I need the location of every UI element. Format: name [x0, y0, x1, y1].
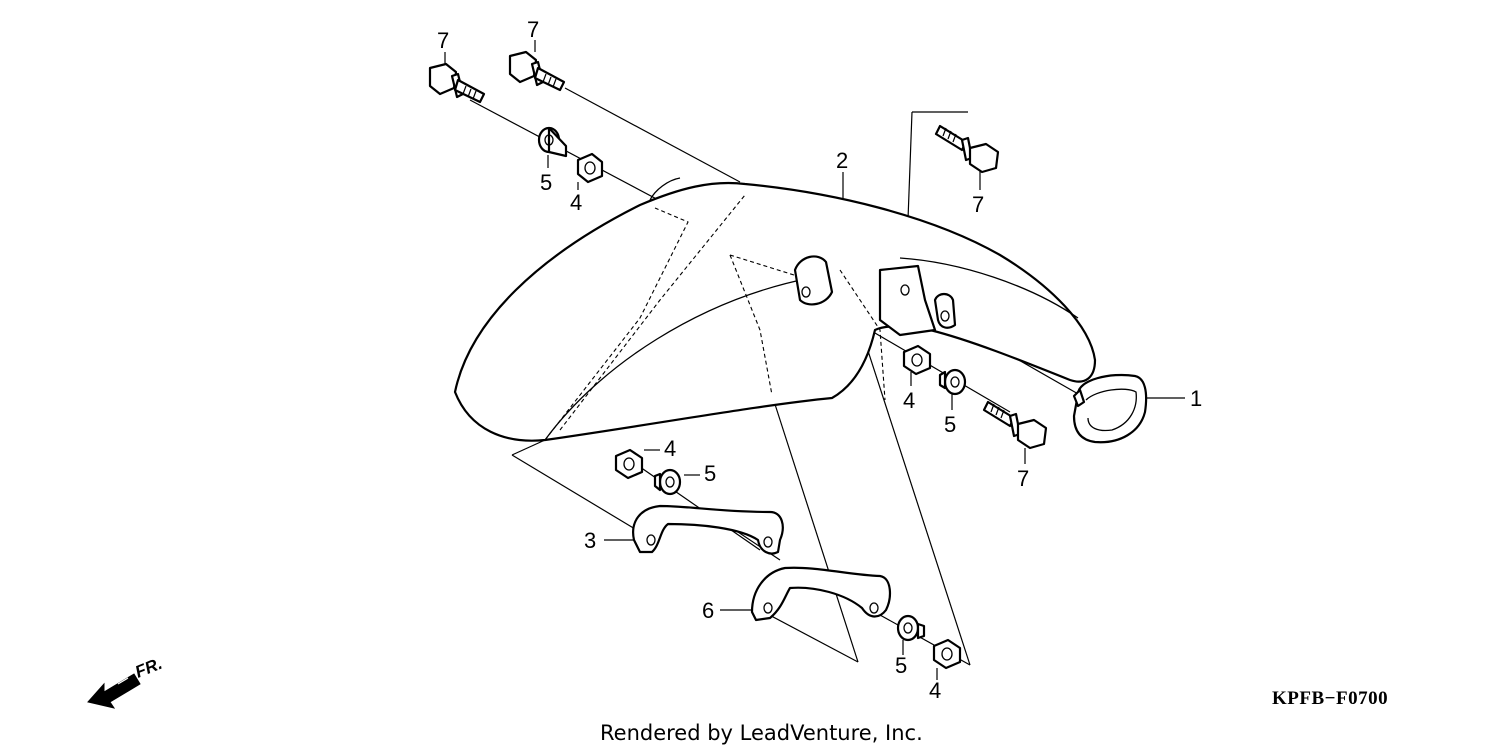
bolt-7-a: [428, 62, 486, 104]
front-direction-arrow-icon: [87, 673, 141, 709]
callout-5-c: 5: [704, 461, 716, 486]
callout-4-a: 4: [570, 190, 582, 215]
callout-2: 2: [836, 148, 848, 173]
nut-4-b: [902, 344, 932, 376]
nut-4-d: [932, 638, 962, 670]
collar-5-d: [896, 614, 926, 642]
callout-ticks: [444, 40, 1185, 680]
collar-5-c: [653, 468, 682, 496]
bracket-3: [632, 504, 784, 555]
callout-5-a: 5: [540, 170, 552, 195]
callout-7-a: 7: [437, 28, 449, 53]
callout-5-d: 5: [895, 653, 907, 678]
collar-5-b: [938, 368, 967, 396]
render-credit: Rendered by LeadVenture, Inc.: [600, 721, 923, 745]
callout-4-d: 4: [929, 678, 941, 703]
callout-4-b: 4: [903, 388, 915, 413]
bolt-7-c: [934, 124, 1000, 174]
front-direction-label: FR.: [132, 654, 165, 682]
bolt-7-b: [508, 50, 566, 92]
callout-5-b: 5: [944, 412, 956, 437]
callout-7-d: 7: [1017, 466, 1029, 491]
collar-5-a: [537, 126, 568, 158]
callout-4-c: 4: [664, 436, 676, 461]
callout-1: 1: [1190, 386, 1202, 411]
diagram-code: KPFB−F0700: [1272, 688, 1388, 709]
callout-6: 6: [702, 598, 714, 623]
reflector-1: [1072, 373, 1148, 444]
nut-4-c: [614, 448, 644, 480]
callout-7-b: 7: [527, 17, 539, 42]
callout-3: 3: [584, 528, 596, 553]
front-fender: [453, 177, 1097, 442]
nut-4-a: [576, 152, 604, 184]
callout-7-c: 7: [972, 192, 984, 217]
bolt-7-d: [982, 400, 1048, 450]
bracket-6: [750, 566, 892, 622]
